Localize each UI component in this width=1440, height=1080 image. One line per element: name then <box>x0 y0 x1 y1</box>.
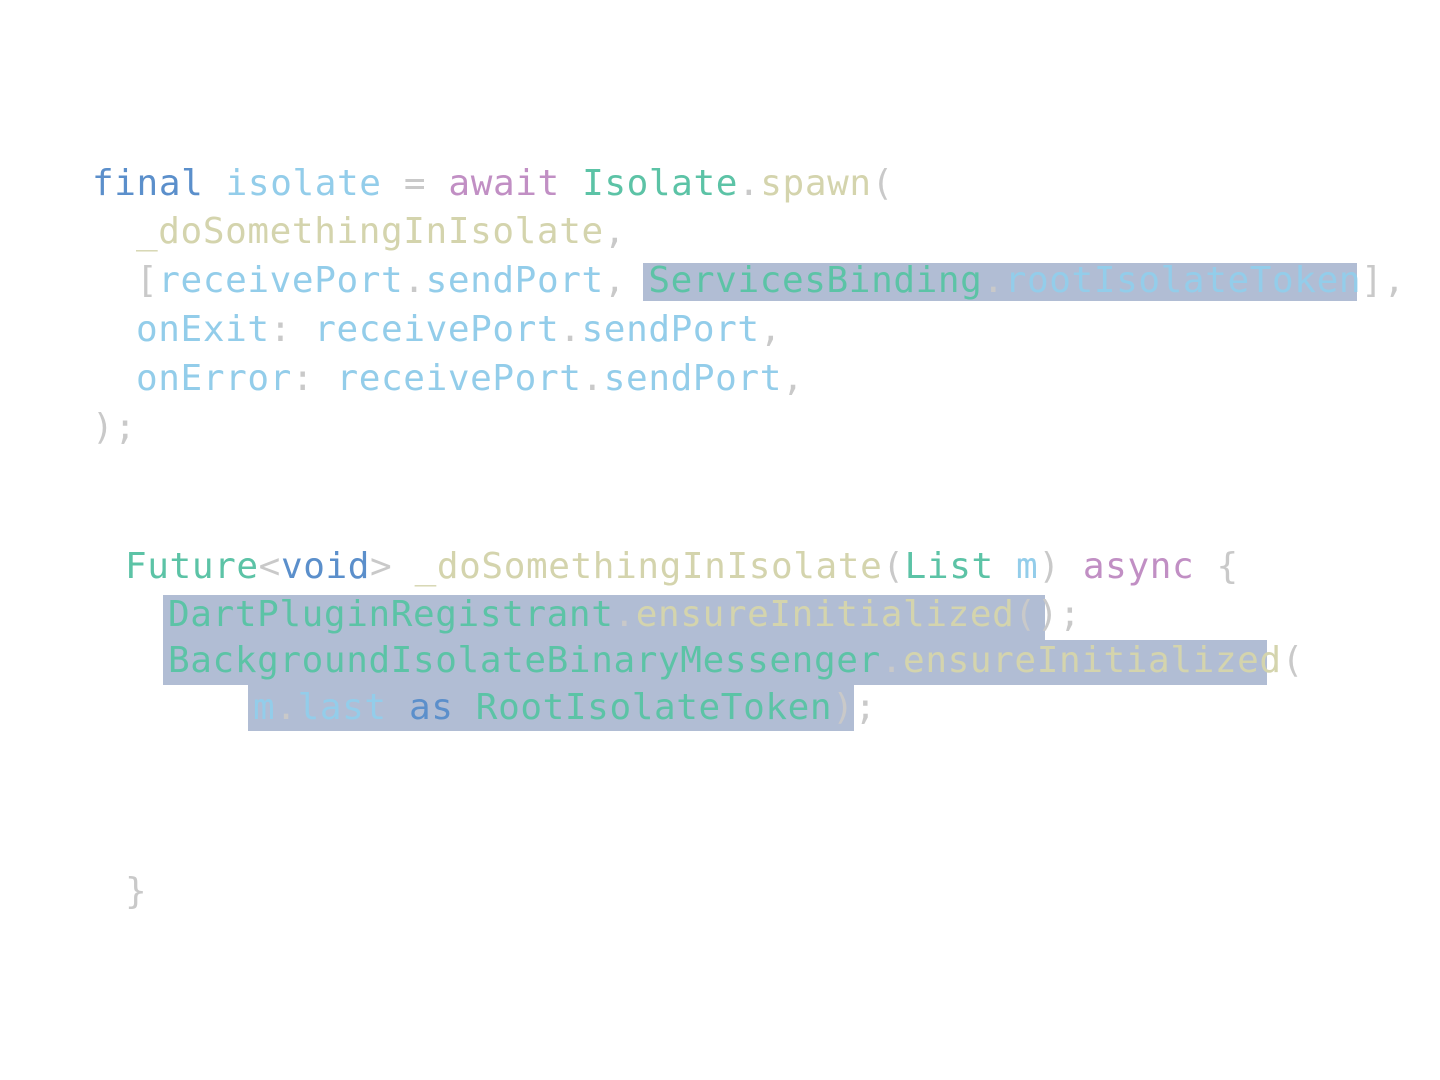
code-token: isolate <box>225 163 382 204</box>
code-line-3[interactable]: [receivePort.sendPort, ServicesBinding.r… <box>136 259 1406 303</box>
code-token: [ <box>136 260 159 301</box>
code-token: , <box>759 309 782 350</box>
code-token: ); <box>92 407 137 448</box>
code-token: ServicesBinding <box>648 260 983 301</box>
code-token: List <box>904 546 994 587</box>
code-token: onError <box>136 358 292 399</box>
code-token: _doSomethingInIsolate <box>136 211 604 252</box>
code-line-6[interactable]: ); <box>92 406 137 450</box>
code-token: } <box>125 871 148 912</box>
selection-highlight <box>163 595 1045 640</box>
code-token: sendPort <box>603 358 782 399</box>
code-token: . <box>982 260 1005 301</box>
code-token: < <box>258 546 281 587</box>
code-token: { <box>1216 546 1239 587</box>
code-line-11[interactable]: } <box>125 870 147 914</box>
selection-highlight <box>643 263 1357 301</box>
code-line-8[interactable]: DartPluginRegistrant.ensureInitialized()… <box>168 593 1081 637</box>
code-line-10[interactable]: m.last as RootIsolateToken); <box>253 686 877 730</box>
code-token: receivePort <box>336 358 582 399</box>
code-token: Isolate <box>582 163 738 204</box>
code-token: as <box>408 687 454 728</box>
code-token <box>426 163 448 204</box>
code-token: ) <box>1038 546 1061 587</box>
selection-highlight <box>248 685 854 731</box>
code-token: m <box>1016 546 1039 587</box>
code-token: last <box>297 687 387 728</box>
code-token: ], <box>1361 260 1406 301</box>
code-token: BackgroundIsolateBinaryMessenger <box>168 640 881 681</box>
code-token: ( <box>871 163 894 204</box>
code-token: , <box>603 211 627 252</box>
code-token <box>560 163 582 204</box>
code-token: . <box>275 687 298 728</box>
code-token: final <box>92 163 204 204</box>
code-token <box>994 546 1016 587</box>
code-token: . <box>738 163 761 204</box>
code-token: ensureInitialized <box>903 640 1282 681</box>
code-token: spawn <box>760 163 872 204</box>
code-token <box>203 163 225 204</box>
code-token: > <box>370 546 393 587</box>
code-token: void <box>280 546 371 587</box>
code-token: rootIsolateToken <box>1004 260 1362 301</box>
code-token: m <box>253 687 276 728</box>
code-token: await <box>448 163 560 204</box>
code-token: : <box>291 358 337 399</box>
code-token <box>392 546 414 587</box>
code-token: async <box>1082 546 1195 587</box>
code-token: , <box>781 358 805 399</box>
code-token: receivePort <box>158 260 404 301</box>
code-token: ); <box>832 687 877 728</box>
selection-highlight <box>163 640 1267 685</box>
code-line-4[interactable]: onExit: receivePort.sendPort, <box>136 308 782 352</box>
code-token: sendPort <box>425 260 604 301</box>
code-line-5[interactable]: onError: receivePort.sendPort, <box>136 357 804 401</box>
code-token: DartPluginRegistrant <box>168 594 614 635</box>
code-token <box>1194 546 1216 587</box>
code-token <box>1061 546 1083 587</box>
code-token: . <box>613 594 636 635</box>
code-token <box>382 163 404 204</box>
code-token: . <box>559 309 582 350</box>
code-token: onExit <box>136 309 270 350</box>
code-token <box>387 687 409 728</box>
code-token: sendPort <box>581 309 760 350</box>
code-token: receivePort <box>314 309 560 350</box>
code-token: ( <box>1281 640 1304 681</box>
code-token: = <box>403 163 427 204</box>
code-token: . <box>581 358 604 399</box>
code-token <box>454 687 476 728</box>
code-token: . <box>403 260 426 301</box>
code-token: ( <box>882 546 905 587</box>
code-line-9[interactable]: BackgroundIsolateBinaryMessenger.ensureI… <box>168 639 1304 683</box>
code-line-1[interactable]: final isolate = await Isolate.spawn( <box>92 162 894 206</box>
code-token: Future <box>125 546 259 587</box>
code-line-7[interactable]: Future<void> _doSomethingInIsolate(List … <box>125 545 1239 589</box>
code-token: (); <box>1014 594 1082 635</box>
code-token: _doSomethingInIsolate <box>414 546 883 587</box>
code-token: ensureInitialized <box>635 594 1015 635</box>
code-token: , <box>603 260 649 301</box>
code-token: . <box>880 640 904 681</box>
code-token: : <box>269 309 315 350</box>
code-line-2[interactable]: _doSomethingInIsolate, <box>136 210 626 254</box>
code-token: RootIsolateToken <box>475 687 833 728</box>
